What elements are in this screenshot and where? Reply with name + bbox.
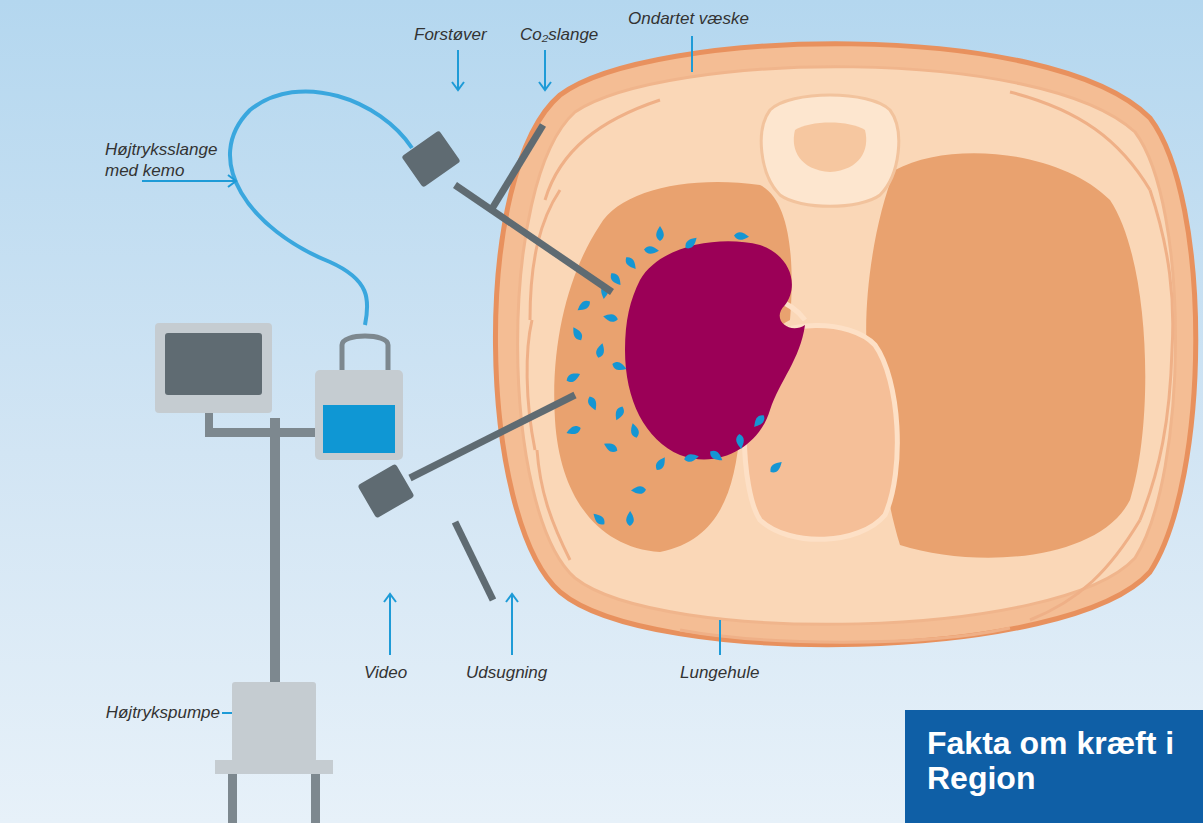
droplet [623, 255, 638, 271]
droplet [613, 405, 626, 422]
droplet [602, 312, 618, 323]
droplet [608, 271, 623, 287]
instruments [230, 91, 612, 600]
droplet [629, 422, 640, 438]
droplet [595, 342, 606, 359]
body-cross-section [495, 44, 1195, 645]
droplet [768, 459, 784, 475]
part-label: Lungehule [680, 662, 780, 683]
droplet [586, 395, 599, 412]
droplet [570, 325, 584, 342]
part-label: Højtrykspumpe [96, 702, 220, 723]
fact-heading: Fakta om kræft i Region [927, 726, 1189, 796]
droplet [708, 448, 725, 463]
droplet [591, 511, 607, 527]
droplet [602, 440, 619, 454]
part-label: Video [364, 662, 424, 683]
droplet [751, 413, 766, 429]
droplet [683, 235, 699, 251]
leader-lines [142, 36, 720, 713]
droplet [654, 455, 668, 472]
fact-box: Fakta om kræft i Region [905, 710, 1203, 823]
part-label: Forstøver [414, 24, 504, 45]
part-label: Udsugning [466, 662, 566, 683]
part-label: Højtryksslange med kemo [105, 139, 237, 181]
droplet [611, 360, 628, 372]
pump-stand [155, 323, 403, 823]
droplet [565, 424, 582, 436]
part-label: Co₂slange [520, 24, 615, 45]
droplet [575, 298, 592, 313]
droplet [626, 511, 634, 526]
droplet [565, 371, 582, 385]
droplet [734, 232, 749, 241]
droplet [683, 453, 699, 463]
droplet [644, 246, 660, 255]
droplet [736, 434, 745, 450]
droplet [631, 486, 646, 494]
droplet [656, 226, 664, 241]
part-label: Ondartet væske [628, 8, 768, 29]
